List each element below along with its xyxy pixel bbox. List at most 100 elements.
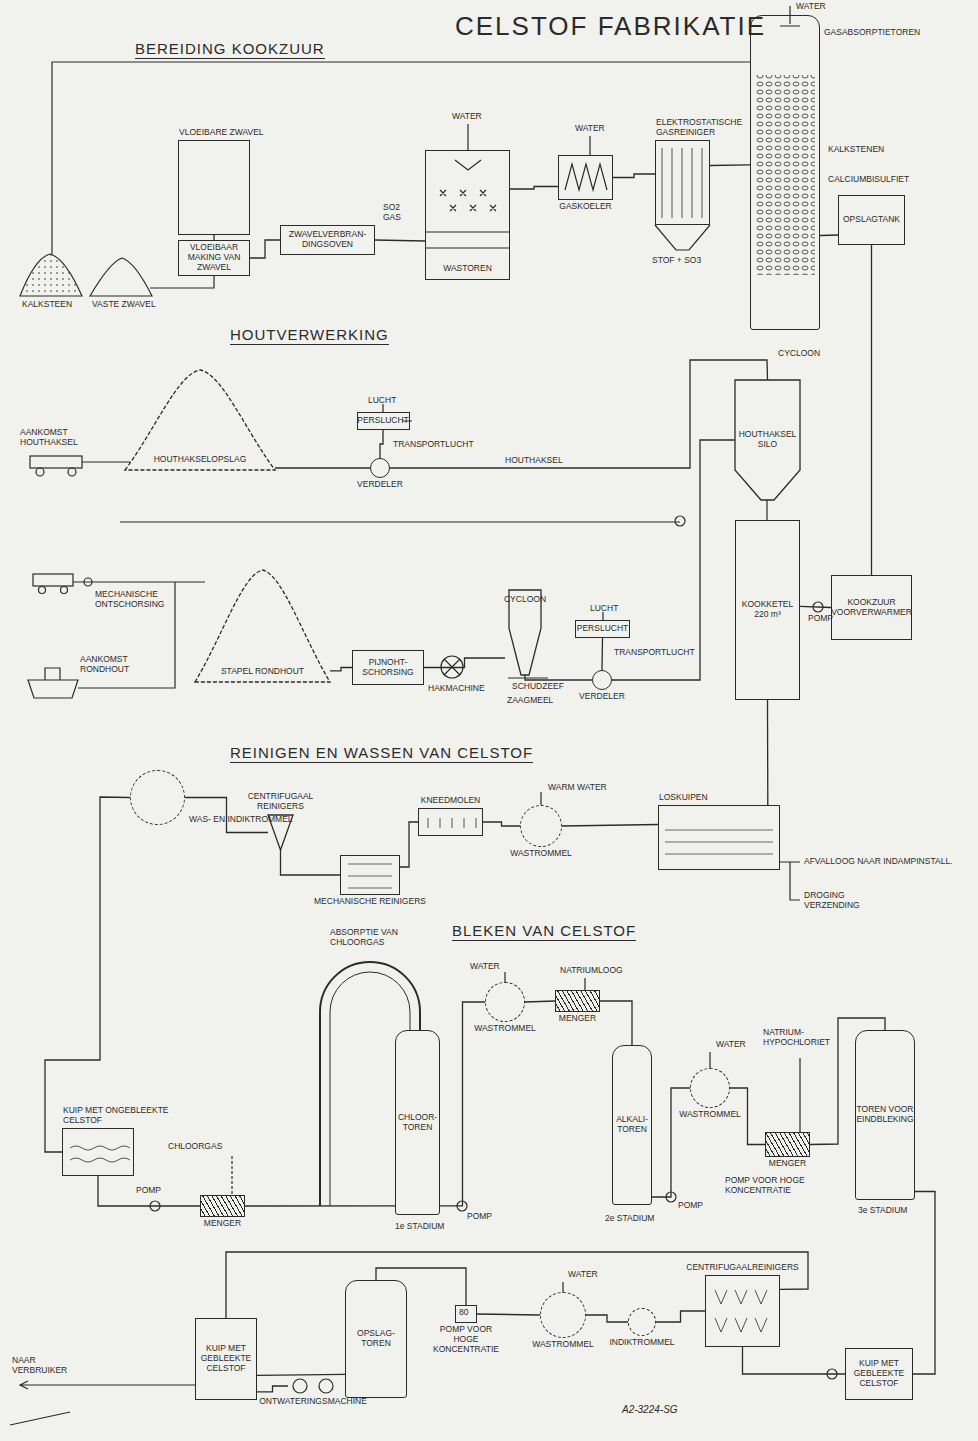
node-label: GASKOELER xyxy=(559,202,611,212)
pipe-connector xyxy=(375,240,425,241)
annotation-label: HAKMACHINE xyxy=(428,684,485,694)
annotation-label: WATER xyxy=(575,124,605,134)
node-label: VLOEIBARE ZWAVEL xyxy=(179,128,264,138)
annotation-label: SO2 GAS xyxy=(383,203,407,223)
node-label: GASABSORPTIETOREN xyxy=(824,28,920,38)
section-heading: BLEKEN VAN CELSTOF xyxy=(452,922,636,941)
annotation-label: 80 xyxy=(459,1308,468,1318)
process-box: ZWAVELVERBRAN- DINGSOVEN xyxy=(280,225,375,255)
process-box: LOSKUIPEN xyxy=(658,805,780,870)
pipe-connector xyxy=(800,606,831,607)
pipe-connector xyxy=(871,245,872,575)
pipe-connector xyxy=(390,360,768,468)
shape-outline xyxy=(195,570,330,682)
annotation-label: SCHUDZEEF xyxy=(512,682,564,692)
node-label: VERDELER xyxy=(579,692,625,702)
node-label: WASTROMMEL xyxy=(474,1024,536,1034)
pipe-connector xyxy=(400,822,418,867)
process-box: PERSLUCHT xyxy=(575,620,630,638)
node-label: WASTROMMEL xyxy=(532,1340,594,1350)
node-label: KOOKZUUR VOORVERWARMER xyxy=(831,598,912,618)
pipe-connector xyxy=(656,1311,705,1322)
process-box: VLOEIBARE ZWAVEL xyxy=(178,140,250,235)
annotation-label: TRANSPORTLUCHT xyxy=(614,648,695,658)
node-label: MENGER xyxy=(204,1219,241,1229)
process-box: CENTRIFUGAALREINIGERS xyxy=(705,1275,780,1347)
annotation-label: VASTE ZWAVEL xyxy=(92,300,156,310)
node-label: KUIP MET ONGEBLEEKTE CELSTOF xyxy=(63,1106,173,1126)
node-label: MENGER xyxy=(559,1014,596,1024)
process-box: ELEKTROSTATISCHE GASREINIGER xyxy=(655,140,710,225)
annotation-label: POMP xyxy=(808,614,833,624)
pipe-connector xyxy=(562,825,658,827)
pipe-connector xyxy=(45,797,130,1152)
node-label: WASTROMMEL xyxy=(510,849,572,859)
annotation-label: DROGING VERZENDING xyxy=(804,891,866,911)
node-label: PERSLUCHT xyxy=(577,624,628,634)
annotation-label: POMP VOOR HOGE KONCENTRATIE xyxy=(725,1176,817,1196)
annotation-label: POMP xyxy=(136,1186,161,1196)
pipe-connector xyxy=(483,822,520,826)
tower-vessel: CHLOOR- TOREN xyxy=(395,1030,440,1215)
node-label: CHLOOR- TOREN xyxy=(398,1113,437,1133)
process-box: KUIP MET GEBLEEKTE CELSTOF xyxy=(195,1318,257,1400)
cyclone-vessel: CYCLOON xyxy=(505,590,545,675)
pipe-connector xyxy=(913,1192,935,1375)
mixer-box: MENGER xyxy=(200,1195,245,1217)
annotation-label: MECHANISCHE ONTSCHORSING xyxy=(95,590,167,610)
node-label: PIJNOHT- SCHORSING xyxy=(356,658,420,678)
node-label: KOOKKETEL 220 m³ xyxy=(739,600,796,620)
annotation-label: POMP xyxy=(678,1201,703,1211)
pipe-connector xyxy=(257,1386,288,1392)
annotation-label: CALCIUMBISULFIET xyxy=(828,175,909,185)
node-label: TOREN VOOR EINDBLEKING xyxy=(856,1105,913,1125)
pipe-connector xyxy=(257,1374,345,1375)
node-label: ONTWATERINGSMACHINE xyxy=(259,1397,367,1407)
node-label: KUIP MET GEBLEEKTE CELSTOF xyxy=(199,1344,253,1373)
process-box: MECHANISCHE REINIGERS xyxy=(340,855,400,895)
section-heading: REINIGEN EN WASSEN VAN CELSTOF xyxy=(230,744,533,763)
pipe-connector xyxy=(652,1088,690,1197)
annotation-label: STOF + SO3 xyxy=(652,256,701,266)
annotation-label: CHLOORGAS xyxy=(168,1142,222,1152)
node-label: STAPEL RONDHOUT xyxy=(221,667,304,677)
process-box: VLOEIBAAR MAKING VAN ZWAVEL xyxy=(178,240,250,276)
pipe-connector xyxy=(767,700,769,805)
pipe-connector xyxy=(226,1252,808,1318)
pipe-connector xyxy=(525,1001,555,1002)
dewatering-machine: ONTWATERINGSMACHINE xyxy=(288,1378,338,1394)
annotation-label: 2e STADIUM xyxy=(605,1214,654,1224)
node-label: CYCLOON xyxy=(504,595,546,605)
pipe-connector xyxy=(380,430,383,458)
distributor-circle: VERDELER xyxy=(370,458,390,478)
annotation-label: AFVALLOOG NAAR INDAMPINSTALL. xyxy=(804,857,952,867)
annotation-label: NAAR VERBRUIKER xyxy=(12,1356,74,1376)
process-box: KUIP MET ONGEBLEEKTE CELSTOF xyxy=(62,1128,134,1176)
distributor-circle: VERDELER xyxy=(592,670,612,690)
node-label: CENTRIFUGAAL REINIGERS xyxy=(246,792,316,812)
annotation-label: TRANSPORTLUCHT xyxy=(393,440,474,450)
node-label: ZWAVELVERBRAN- DINGSOVEN xyxy=(284,230,371,250)
node-label: WASTROMMEL xyxy=(679,1110,741,1120)
pipe-connector xyxy=(601,638,603,670)
pipe-connector xyxy=(275,467,370,468)
tower-vessel: TOREN VOOR EINDBLEKING xyxy=(855,1030,915,1200)
tower-vessel: ALKALI- TOREN xyxy=(612,1045,652,1205)
annotation-label: HOUTHAKSEL xyxy=(505,456,563,466)
silo-hopper: HOUTHAKSEL SILO xyxy=(735,380,800,500)
section-heading: HOUTVERWERKING xyxy=(230,326,389,345)
pipe-connector xyxy=(424,658,505,668)
drum-circle: WASTROMMEL xyxy=(485,982,525,1022)
pipe-connector xyxy=(710,164,750,166)
drum-circle: WAS- EN INDIKTROMMEL xyxy=(130,770,185,825)
node-label: HOUTHAKSEL SILO xyxy=(738,430,797,450)
annotation-label: WATER xyxy=(796,2,826,12)
process-box: KOOKKETEL 220 m³ xyxy=(735,520,800,700)
pipe-connector xyxy=(250,240,280,258)
node-label: MECHANISCHE REINIGERS xyxy=(314,897,426,907)
storage-pile: STAPEL RONDHOUT xyxy=(195,570,330,682)
annotation-label: LUCHT xyxy=(590,604,618,614)
node-label: INDIKTROMMEL xyxy=(609,1338,674,1348)
annotation-label: 3e STADIUM xyxy=(858,1206,907,1216)
